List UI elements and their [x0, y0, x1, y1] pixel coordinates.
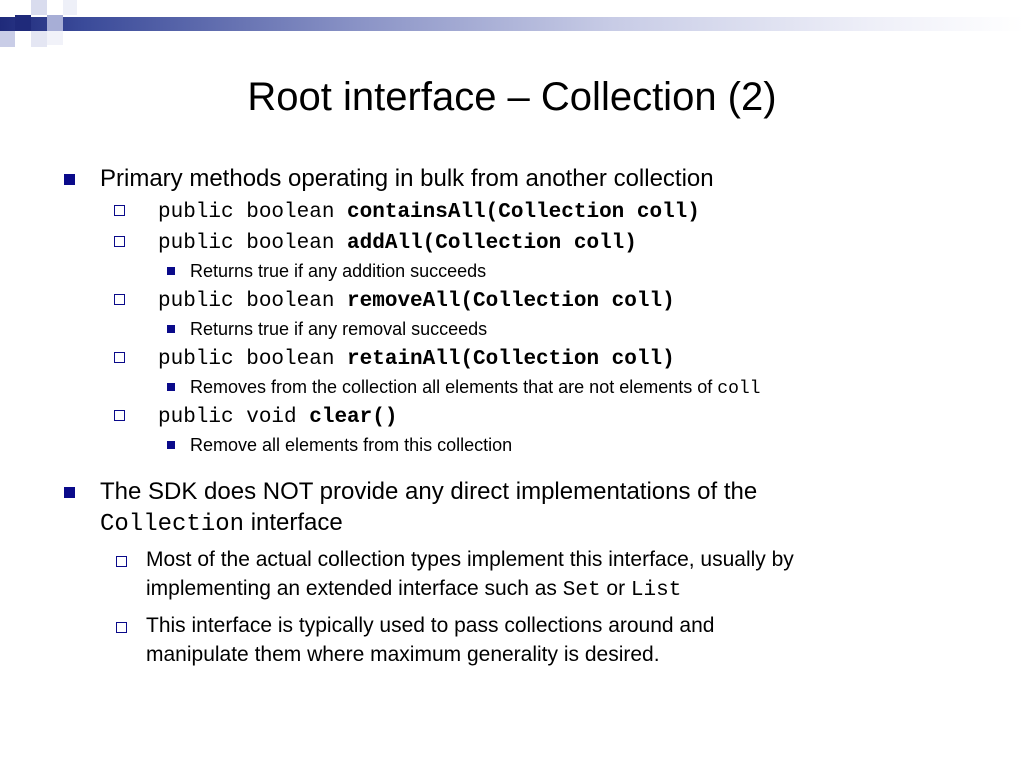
bullet-square-icon — [167, 325, 175, 333]
sub-bullet-1-or: or — [600, 577, 631, 600]
method-signature: containsAll(Collection coll) — [347, 201, 700, 224]
note-removeall: Returns true if any removal succeeds — [190, 319, 488, 339]
method-modifier: public boolean — [158, 348, 348, 371]
inline-code-collection: Collection — [100, 511, 245, 538]
method-containsall: public boolean containsAll(Collection co… — [158, 198, 700, 226]
decor-square — [0, 31, 15, 47]
slide-title: Root interface – Collection (2) — [247, 75, 777, 119]
decor-square — [15, 15, 31, 31]
note-code: coll — [717, 379, 761, 399]
inline-code-list: List — [630, 579, 682, 602]
method-removeall: public boolean removeAll(Collection coll… — [158, 287, 675, 315]
decor-square — [47, 15, 63, 31]
sub-bullet-2-line2: manipulate them where maximum generality… — [146, 643, 660, 666]
note-addall: Returns true if any addition succeeds — [190, 261, 487, 281]
method-modifier: public boolean — [158, 290, 348, 313]
method-addall: public boolean addAll(Collection coll) — [158, 229, 637, 257]
bullet-primary-methods: Primary methods operating in bulk from a… — [100, 165, 714, 192]
sub-bullet-1-line2: implementing an extended interface such … — [146, 576, 681, 604]
hollow-square-bullet-icon — [114, 205, 125, 216]
header-gradient-band — [0, 17, 1024, 31]
hollow-square-bullet-icon — [116, 622, 127, 633]
bullet-square-icon — [167, 383, 175, 391]
inline-code-set: Set — [562, 579, 601, 602]
sub-bullet-2-line1: This interface is typically used to pass… — [146, 614, 715, 637]
sub-bullet-1-line1: Most of the actual collection types impl… — [146, 548, 794, 571]
method-modifier: public boolean — [158, 232, 348, 255]
decor-square — [63, 0, 77, 15]
hollow-square-bullet-icon — [114, 236, 125, 247]
bullet-sdk-line1: The SDK does NOT provide any direct impl… — [100, 478, 758, 505]
method-signature: addAll(Collection coll) — [347, 232, 637, 255]
method-modifier: public boolean — [158, 201, 348, 224]
hollow-square-bullet-icon — [114, 352, 125, 363]
bullet-sdk-line2: Collection interface — [100, 508, 343, 540]
note-retainall: Removes from the collection all elements… — [190, 376, 760, 400]
hollow-square-bullet-icon — [114, 294, 125, 305]
method-clear: public void clear() — [158, 403, 397, 431]
method-signature: removeAll(Collection coll) — [347, 290, 675, 313]
bullet-square-icon — [167, 441, 175, 449]
method-modifier: public void — [158, 406, 310, 429]
decor-square — [31, 0, 47, 15]
note-clear: Remove all elements from this collection — [190, 435, 513, 455]
bullet-square-icon — [167, 267, 175, 275]
sub-bullet-1-text: implementing an extended interface such … — [146, 577, 563, 600]
bullet-square-icon — [64, 174, 75, 185]
hollow-square-bullet-icon — [116, 556, 127, 567]
note-text: Removes from the collection all elements… — [190, 377, 718, 397]
hollow-square-bullet-icon — [114, 410, 125, 421]
bullet-square-icon — [64, 487, 75, 498]
method-retainall: public boolean retainAll(Collection coll… — [158, 345, 675, 373]
method-signature: retainAll(Collection coll) — [347, 348, 675, 371]
decor-square — [31, 31, 47, 47]
decor-square — [47, 31, 63, 45]
method-signature: clear() — [309, 406, 398, 429]
bullet-sdk-rest: interface — [244, 509, 343, 536]
